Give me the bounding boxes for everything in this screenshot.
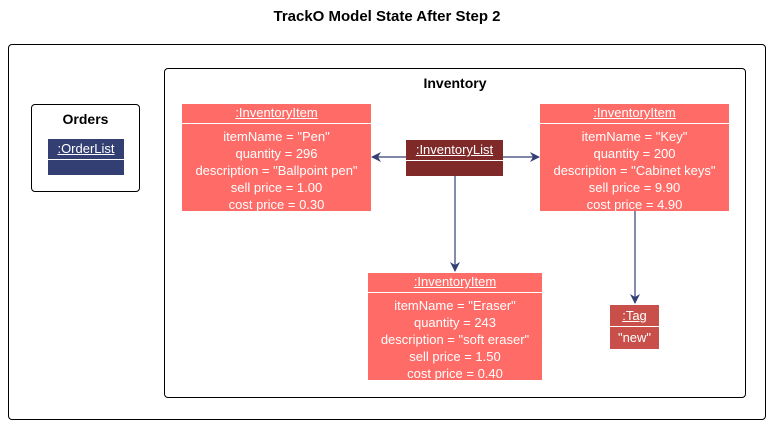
item-attribute: itemName = "Eraser" — [394, 298, 516, 313]
item-attribute: cost price = 0.40 — [407, 366, 503, 381]
orders-package: Orders :OrderList — [31, 104, 140, 192]
inventory-item-key: :InventoryItem itemName = "Key" quantity… — [540, 104, 729, 212]
inventory-list-name: :InventoryList — [415, 142, 494, 157]
item-attribute: sell price = 1.50 — [409, 349, 501, 364]
item-attribute: quantity = 296 — [235, 146, 318, 161]
item-attribute: sell price = 9.90 — [588, 180, 681, 195]
item-attribute: description = "Cabinet keys" — [553, 163, 716, 178]
order-list-name: :OrderList — [57, 141, 115, 156]
item-attribute: cost price = 4.90 — [586, 197, 683, 212]
order-list-divider — [48, 159, 124, 160]
item-attribute: sell price = 1.00 — [230, 180, 323, 195]
inventory-item-pen: :InventoryItem itemName = "Pen" quantity… — [182, 104, 371, 212]
inventory-list-divider — [406, 160, 503, 161]
item-attribute: cost price = 0.30 — [228, 197, 325, 212]
inventory-item-divider — [540, 123, 729, 124]
item-attribute: quantity = 200 — [593, 146, 676, 161]
order-list-object: :OrderList — [48, 139, 124, 175]
item-attribute: itemName = "Key" — [581, 129, 688, 144]
tag-object: :Tag "new" — [610, 305, 659, 349]
item-attribute: quantity = 243 — [413, 315, 497, 330]
inventory-item-divider — [368, 292, 542, 293]
inventory-item-name: :InventoryItem — [413, 274, 497, 289]
orders-package-label: Orders — [62, 111, 109, 127]
inventory-item-divider — [182, 123, 371, 124]
tag-divider — [610, 326, 659, 327]
inventory-item-eraser: :InventoryItem itemName = "Eraser" quant… — [368, 273, 542, 381]
item-attribute: description = "Ballpoint pen" — [195, 163, 358, 178]
inventory-item-name: :InventoryItem — [235, 105, 318, 120]
inventory-item-name: :InventoryItem — [593, 105, 676, 120]
tag-name: :Tag — [622, 308, 647, 323]
inventory-package-label: Inventory — [423, 75, 487, 91]
tag-value: "new" — [617, 330, 652, 345]
inventory-list-object: :InventoryList — [406, 140, 503, 176]
item-attribute: itemName = "Pen" — [223, 129, 330, 144]
item-attribute: description = "soft eraser" — [380, 332, 530, 347]
diagram-title: TrackO Model State After Step 2 — [273, 8, 501, 25]
